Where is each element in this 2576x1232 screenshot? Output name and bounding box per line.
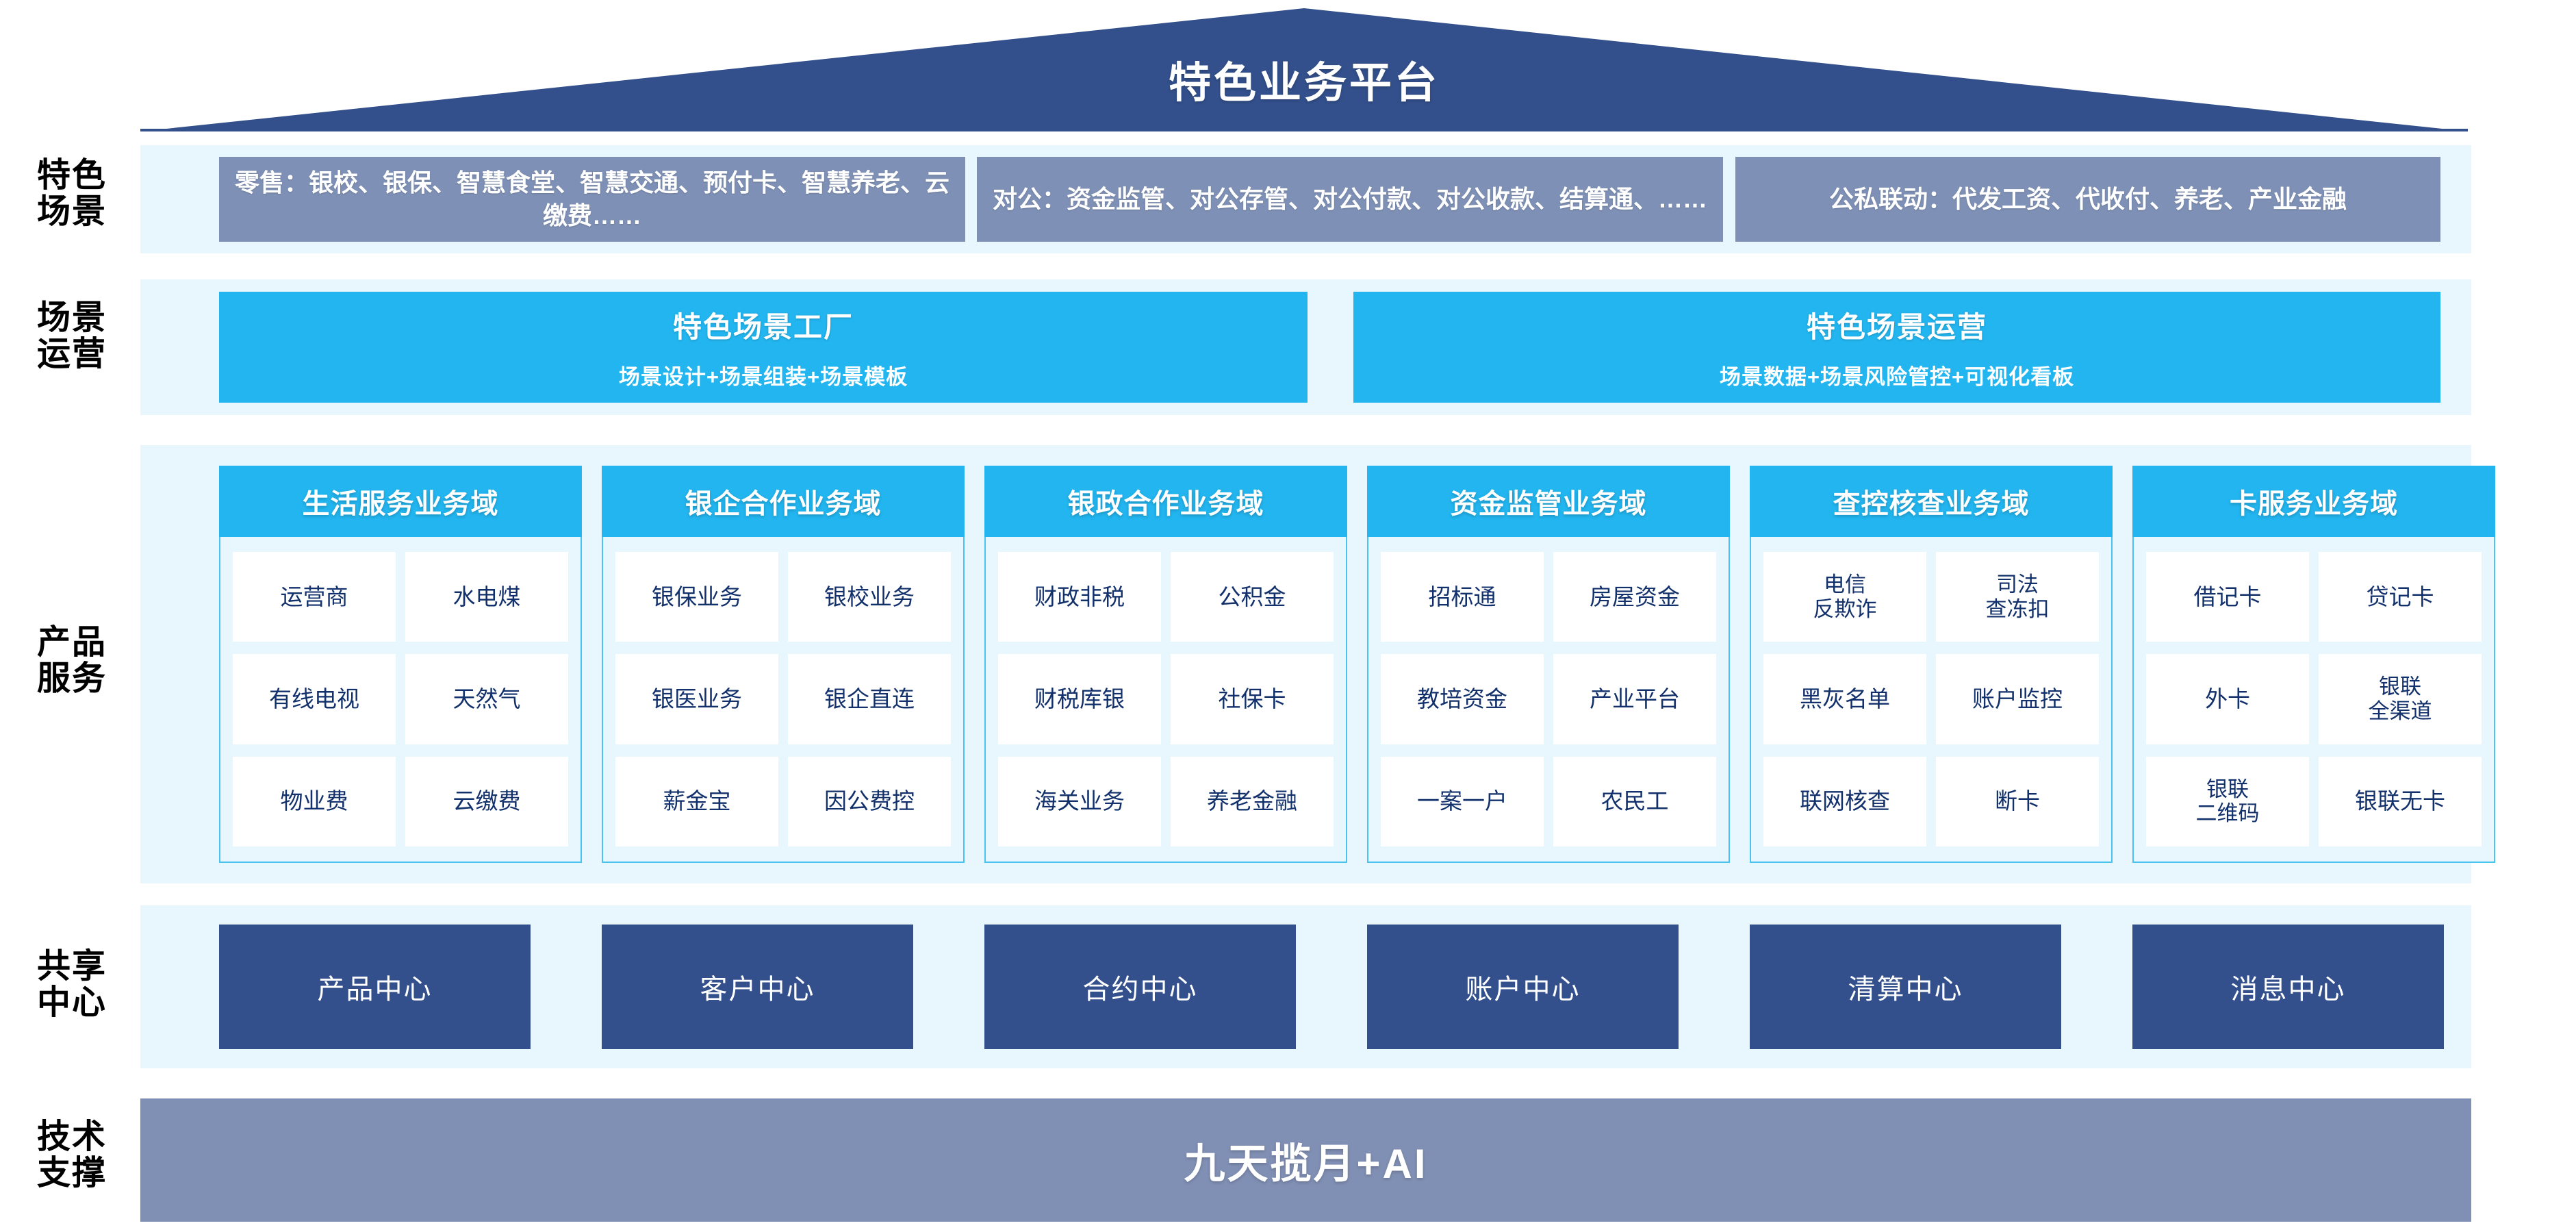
product-item[interactable]: 因公费控 [788, 756, 951, 846]
product-domain-grid: 借记卡贷记卡外卡银联全渠道银联二维码银联无卡 [2132, 537, 2495, 863]
product-item[interactable]: 银企直连 [788, 654, 951, 744]
product-item[interactable]: 外卡 [2146, 654, 2309, 744]
product-item[interactable]: 海关业务 [998, 756, 1161, 846]
operation-factory-title: 特色场景工厂 [672, 311, 854, 343]
product-item[interactable]: 财政非税 [998, 552, 1161, 642]
scenario-box-corporate[interactable]: 对公：资金监管、对公存管、对公付款、对公收款、结算通、…… [977, 157, 1723, 242]
product-item[interactable]: 薪金宝 [615, 756, 778, 846]
row-label-operation-line1: 场景 [36, 299, 107, 336]
shared-center-box[interactable]: 客户中心 [602, 925, 913, 1049]
product-domain-column-4: 资金监管业务域招标通房屋资金教培资金产业平台一案一户农民工 [1367, 466, 1730, 863]
row-label-shared: 共享 中心 [14, 948, 130, 1021]
product-domain-title[interactable]: 银政合作业务域 [984, 466, 1347, 537]
product-domain-column-1: 生活服务业务域运营商水电煤有线电视天然气物业费云缴费 [219, 466, 582, 863]
product-domain-title[interactable]: 银企合作业务域 [602, 466, 965, 537]
product-item[interactable]: 农民工 [1553, 756, 1716, 846]
row-label-shared-line2: 中心 [36, 983, 107, 1021]
operation-row: 特色场景工厂 场景设计+场景组装+场景模板 特色场景运营 场景数据+场景风险管控… [140, 279, 2471, 415]
row-label-tech-line2: 支撑 [36, 1154, 107, 1192]
tech-support-bar[interactable]: 九天揽月+AI [140, 1098, 2471, 1222]
scenario-box-retail[interactable]: 零售：银校、银保、智慧食堂、智慧交通、预付卡、智慧养老、云缴费…… [219, 157, 965, 242]
product-item[interactable]: 司法查冻扣 [1936, 552, 2099, 642]
product-item[interactable]: 电信反欺诈 [1763, 552, 1926, 642]
product-item[interactable]: 产业平台 [1553, 654, 1716, 744]
roof-shape [140, 8, 2468, 131]
product-item[interactable]: 贷记卡 [2319, 552, 2482, 642]
product-domain-grid: 运营商水电煤有线电视天然气物业费云缴费 [219, 537, 582, 863]
product-domain-grid: 财政非税公积金财税库银社保卡海关业务养老金融 [984, 537, 1347, 863]
product-domain-grid: 银保业务银校业务银医业务银企直连薪金宝因公费控 [602, 537, 965, 863]
product-item[interactable]: 招标通 [1381, 552, 1544, 642]
tech-support-row: 九天揽月+AI [140, 1098, 2471, 1222]
product-domain-column-2: 银企合作业务域银保业务银校业务银医业务银企直连薪金宝因公费控 [602, 466, 965, 863]
row-label-shared-line1: 共享 [36, 948, 107, 985]
product-item[interactable]: 银联全渠道 [2319, 654, 2482, 744]
scenario-row: 零售：银校、银保、智慧食堂、智慧交通、预付卡、智慧养老、云缴费…… 对公：资金监… [140, 145, 2471, 253]
shared-center-row: 产品中心客户中心合约中心账户中心清算中心消息中心 [140, 905, 2471, 1068]
shared-center-box[interactable]: 产品中心 [219, 925, 531, 1049]
row-label-scenario-line1: 特色 [36, 157, 107, 194]
product-item[interactable]: 银联二维码 [2146, 756, 2309, 846]
product-item[interactable]: 断卡 [1936, 756, 2099, 846]
operation-box-operations[interactable]: 特色场景运营 场景数据+场景风险管控+可视化看板 [1353, 292, 2440, 403]
product-item[interactable]: 黑灰名单 [1763, 654, 1926, 744]
row-label-product-line1: 产品 [36, 624, 107, 661]
shared-center-box[interactable]: 消息中心 [2132, 925, 2444, 1049]
product-item[interactable]: 运营商 [233, 552, 396, 642]
product-domain-column-6: 卡服务业务域借记卡贷记卡外卡银联全渠道银联二维码银联无卡 [2132, 466, 2495, 863]
shared-center-box[interactable]: 合约中心 [984, 925, 1296, 1049]
row-label-tech: 技术 支撑 [14, 1119, 130, 1192]
product-domain-title[interactable]: 卡服务业务域 [2132, 466, 2495, 537]
product-item[interactable]: 财税库银 [998, 654, 1161, 744]
product-item[interactable]: 银保业务 [615, 552, 778, 642]
shared-center-box[interactable]: 清算中心 [1750, 925, 2061, 1049]
product-domain-title[interactable]: 查控核查业务域 [1750, 466, 2113, 537]
shared-center-box[interactable]: 账户中心 [1367, 925, 1679, 1049]
product-item[interactable]: 社保卡 [1171, 654, 1334, 744]
product-domain-grid: 招标通房屋资金教培资金产业平台一案一户农民工 [1367, 537, 1730, 863]
product-item[interactable]: 银联无卡 [2319, 756, 2482, 846]
row-label-operation: 场景 运营 [14, 300, 130, 373]
scenario-box-public-private[interactable]: 公私联动：代发工资、代收付、养老、产业金融 [1735, 157, 2440, 242]
product-item[interactable]: 一案一户 [1381, 756, 1544, 846]
operation-factory-subtitle: 场景设计+场景组装+场景模板 [618, 365, 908, 389]
product-item[interactable]: 教培资金 [1381, 654, 1544, 744]
product-item[interactable]: 公积金 [1171, 552, 1334, 642]
row-label-product-line2: 服务 [36, 659, 107, 697]
row-label-operation-line2: 运营 [36, 335, 107, 373]
product-item[interactable]: 有线电视 [233, 654, 396, 744]
product-item[interactable]: 房屋资金 [1553, 552, 1716, 642]
product-domain-title[interactable]: 资金监管业务域 [1367, 466, 1730, 537]
product-item[interactable]: 云缴费 [405, 756, 568, 846]
header-banner: 特色业务平台 [140, 8, 2468, 131]
operation-box-factory[interactable]: 特色场景工厂 场景设计+场景组装+场景模板 [219, 292, 1308, 403]
product-item[interactable]: 天然气 [405, 654, 568, 744]
product-item[interactable]: 借记卡 [2146, 552, 2309, 642]
product-domain-column-5: 查控核查业务域电信反欺诈司法查冻扣黑灰名单账户监控联网核查断卡 [1750, 466, 2113, 863]
product-domain-title[interactable]: 生活服务业务域 [219, 466, 582, 537]
operation-operations-subtitle: 场景数据+场景风险管控+可视化看板 [1719, 365, 2075, 389]
product-item[interactable]: 银医业务 [615, 654, 778, 744]
product-domain-column-3: 银政合作业务域财政非税公积金财税库银社保卡海关业务养老金融 [984, 466, 1347, 863]
product-item[interactable]: 水电煤 [405, 552, 568, 642]
product-service-row: 生活服务业务域运营商水电煤有线电视天然气物业费云缴费银企合作业务域银保业务银校业… [140, 445, 2495, 883]
product-item[interactable]: 账户监控 [1936, 654, 2099, 744]
product-item[interactable]: 养老金融 [1171, 756, 1334, 846]
product-domain-grid: 电信反欺诈司法查冻扣黑灰名单账户监控联网核查断卡 [1750, 537, 2113, 863]
operation-operations-title: 特色场景运营 [1806, 311, 1987, 343]
product-item[interactable]: 物业费 [233, 756, 396, 846]
product-item[interactable]: 银校业务 [788, 552, 951, 642]
page-title: 特色业务平台 [1168, 60, 1440, 107]
row-label-product: 产品 服务 [14, 625, 130, 697]
product-item[interactable]: 联网核查 [1763, 756, 1926, 846]
row-label-scenario-line2: 场景 [36, 192, 107, 230]
row-label-scenario: 特色 场景 [14, 158, 130, 230]
row-label-tech-line1: 技术 [36, 1118, 107, 1155]
